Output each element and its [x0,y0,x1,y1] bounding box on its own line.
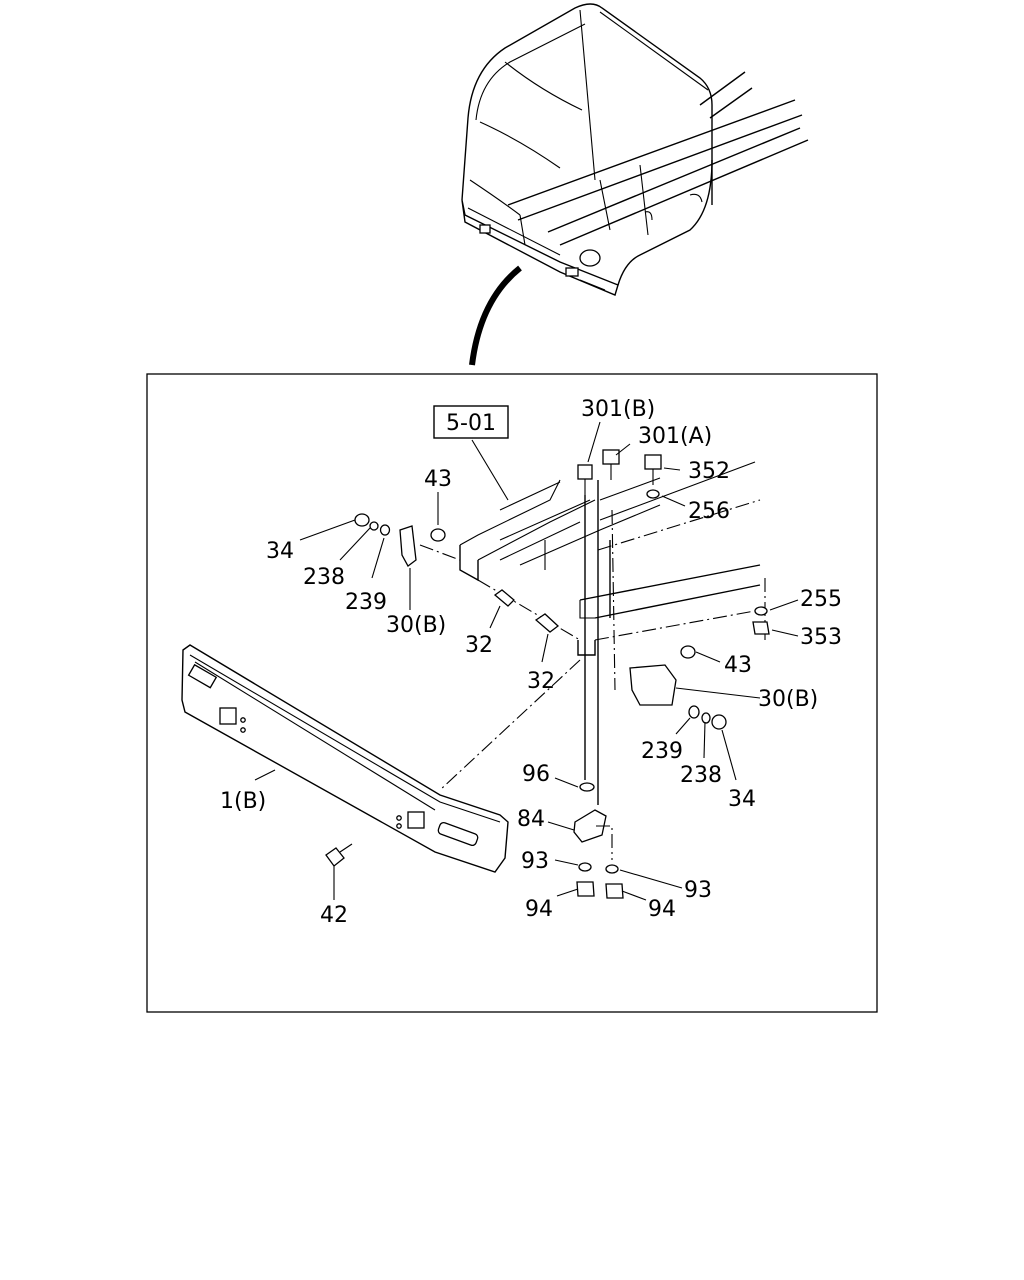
detail-frame [146,373,878,1013]
callout-239-right: 239 [641,739,683,764]
callout-353: 353 [800,625,842,650]
reference-label: 5-01 [446,411,496,436]
callout-30b-left: 30(B) [386,613,446,638]
callout-238-left: 238 [303,565,345,590]
callout-30b-right: 30(B) [758,687,818,712]
chassis-frame [419,461,766,791]
callout-43-left: 43 [424,467,452,492]
callout-94-left: 94 [525,897,553,922]
callout-34-left: 34 [266,539,294,564]
callout-255: 255 [800,587,842,612]
callout-256: 256 [688,499,730,524]
callout-93-left: 93 [521,849,549,874]
callout-1b: 1(B) [220,789,266,814]
callout-239-left: 239 [345,590,387,615]
callout-42: 42 [320,903,348,928]
callout-301a: 301(A) [638,424,712,449]
callout-352: 352 [688,459,730,484]
callout-labels: 301(B) 301(A) 352 256 43 34 238 239 30(B… [220,397,842,928]
truck-overview [461,3,809,366]
reference-box: 5-01 [433,405,509,439]
hardware [325,449,770,899]
callout-96: 96 [522,762,550,787]
callout-93-right: 93 [684,878,712,903]
callout-84: 84 [517,807,545,832]
front-bumper [181,644,509,873]
reference-box-frame [433,405,509,439]
callout-32-lower: 32 [527,669,555,694]
callout-94-right: 94 [648,897,676,922]
callout-43-right: 43 [724,653,752,678]
callout-238-right: 238 [680,763,722,788]
callout-301b: 301(B) [581,397,655,422]
callout-34-right: 34 [728,787,756,812]
callout-32-upper: 32 [465,633,493,658]
leader-lines [254,421,799,901]
